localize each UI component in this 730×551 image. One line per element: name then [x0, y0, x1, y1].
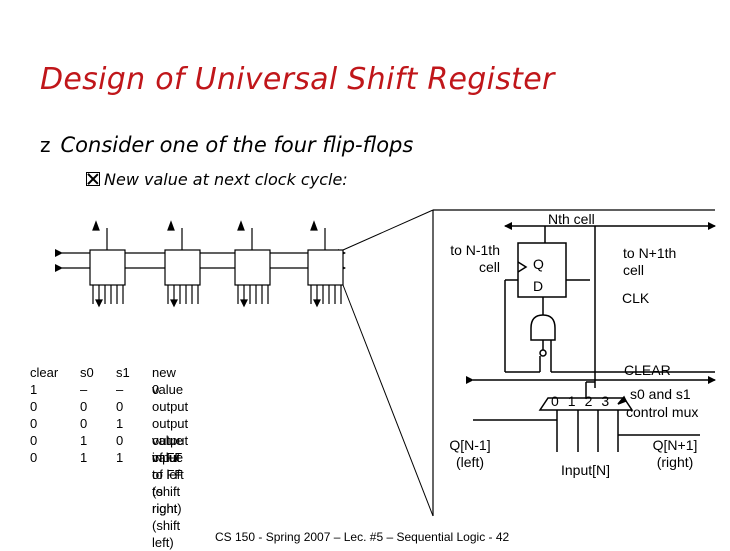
flip-flop-2: [164, 249, 201, 286]
bullet-level1: z Consider one of the four flip-flops: [40, 133, 413, 157]
q-label: Q: [533, 256, 544, 272]
right-input-label: Q[N+1](right): [652, 437, 698, 470]
left-input-label: Q[N-1](left): [449, 437, 491, 470]
input-n-label: Input[N]: [561, 462, 611, 478]
mux-input-numbers: 0123: [551, 393, 619, 409]
bullet-level2-text: New value at next clock cycle:: [104, 170, 348, 189]
clock-triangle-icon: [517, 261, 528, 273]
bullet-marker-icon: z: [40, 133, 51, 157]
d-label: D: [533, 278, 544, 294]
flip-flop-3: [234, 249, 271, 286]
nth-cell-label: Nth cell: [548, 211, 595, 227]
flip-flop-4: [307, 249, 344, 286]
and-gate: [530, 314, 556, 341]
clear-label: CLEAR: [624, 362, 671, 378]
bullet-level1-text: Consider one of the four flip-flops: [60, 133, 414, 157]
clk-label: CLK: [622, 290, 650, 306]
mux-4to1: [538, 397, 634, 411]
clear-inverter-bubble: [539, 349, 547, 357]
flip-flop-1: [89, 249, 126, 286]
bullet-checkbox-icon: [86, 172, 100, 186]
flip-flop-row: [55, 220, 346, 308]
flip-flop-nth: [517, 242, 567, 298]
nth-cell-schematic: [466, 222, 716, 452]
slide-footer: CS 150 - Spring 2007 – Lec. #5 – Sequent…: [215, 530, 510, 544]
slide-title: Design of Universal Shift Register: [40, 62, 555, 97]
bullet-level2: New value at next clock cycle:: [86, 170, 348, 189]
